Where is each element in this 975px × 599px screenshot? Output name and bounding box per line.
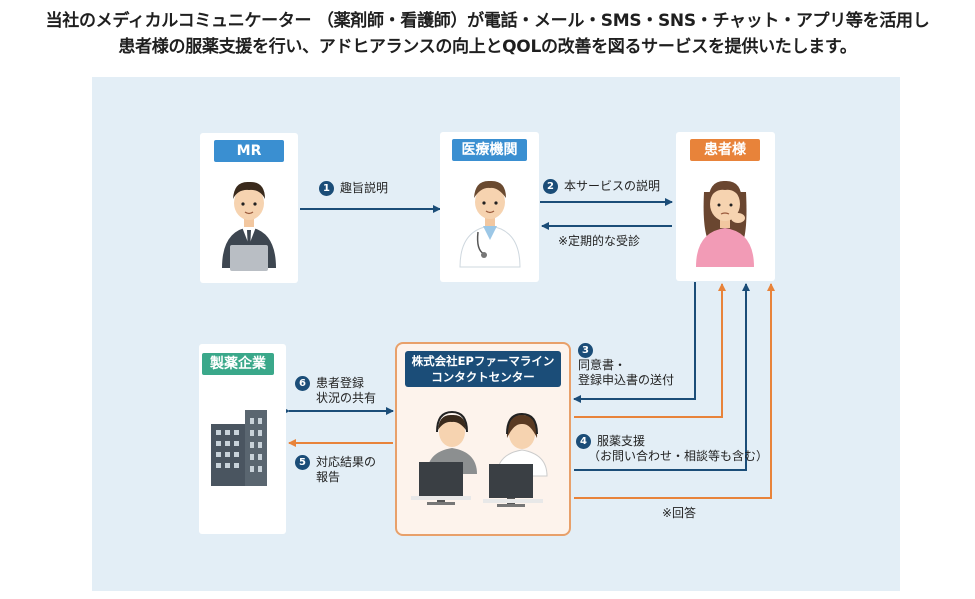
flow-3-line2: 登録申込書の送付	[578, 373, 675, 387]
flow-5-line1: 対応結果の	[316, 455, 377, 469]
operators-icon	[411, 410, 548, 507]
patient-icon	[696, 180, 754, 267]
visit-label: ※定期的な受診	[558, 234, 641, 248]
flow-2-label: 2 本サービスの説明	[543, 179, 660, 194]
contact-center-subtitle: コンタクトセンター	[431, 370, 535, 384]
flow-4-number: 4	[576, 434, 591, 449]
contact-center-title: 株式会社EPファーマライン コンタクトセンター	[405, 351, 561, 387]
flow-5-line2: 報告	[316, 470, 341, 484]
flow-6-line1: 患者登録	[316, 376, 365, 390]
flow-5-number: 5	[295, 455, 310, 470]
flow-6-label: 6 患者登録 状況の共有	[295, 376, 376, 406]
pharma-card: 製薬企業	[199, 344, 286, 534]
doctor-icon	[459, 180, 521, 268]
patient-tag: 患者様	[690, 139, 760, 161]
flow-3-line1: 同意書・	[578, 358, 627, 372]
pharma-tag: 製薬企業	[202, 353, 274, 375]
flow-1-text: 趣旨説明	[340, 181, 389, 195]
flow-2-text: 本サービスの説明	[564, 179, 661, 193]
clinic-card: 医療機関	[440, 132, 539, 282]
headline-line1: 当社のメディカルコミュニケーター （薬剤師・看護師）が電話・メール・SMS・SN…	[45, 11, 930, 31]
mr-card: MR	[200, 133, 298, 283]
arrow-3-patient-to-center	[573, 282, 696, 403]
flow-3-label: 3 同意書・ 登録申込書の送付	[578, 343, 674, 388]
patient-card: 患者様	[676, 132, 775, 281]
answer-label: ※回答	[662, 506, 697, 520]
flow-2-number: 2	[543, 179, 558, 194]
building-icon	[211, 410, 267, 486]
contact-center-name: 株式会社EPファーマライン	[411, 354, 555, 368]
flow-5-label: 5 対応結果の 報告	[295, 455, 376, 485]
flow-6-line2: 状況の共有	[316, 391, 377, 405]
flow-4-line1: 服薬支援	[597, 434, 646, 448]
flow-1-label: 1 趣旨説明	[319, 181, 388, 196]
flow-3-number: 3	[578, 343, 593, 358]
contact-center-box: 株式会社EPファーマライン コンタクトセンター	[395, 342, 571, 536]
arrow-answer-center-to-patient	[574, 283, 775, 499]
flow-1-number: 1	[319, 181, 334, 196]
mr-person-icon	[222, 181, 276, 271]
mr-tag: MR	[214, 140, 284, 162]
flow-4-label: 4 服薬支援 （お問い合わせ・相談等も含む）	[576, 434, 768, 464]
arrow-4-center-to-patient	[574, 283, 750, 471]
headline-line2: 患者様の服薬支援を行い、アドヒアランスの向上とQOLの改善を図るサービスを提供い…	[118, 37, 857, 57]
flow-4-line2: （お問い合わせ・相談等も含む）	[588, 449, 769, 463]
clinic-tag: 医療機関	[452, 139, 527, 161]
arrow-center-to-patient-a	[574, 283, 726, 418]
flow-6-number: 6	[295, 376, 310, 391]
